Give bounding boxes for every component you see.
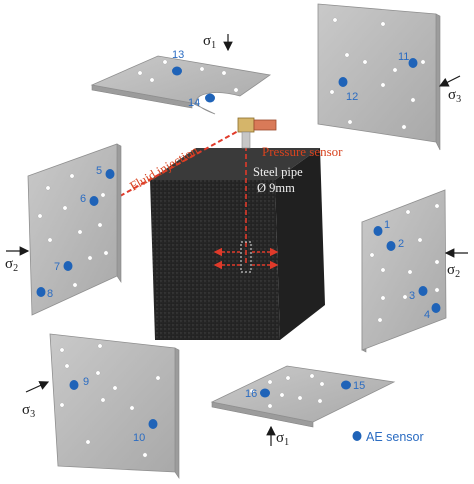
ae-sensor-2 — [386, 241, 396, 251]
ae-sensor-3 — [418, 286, 428, 296]
ae-sensor-15 — [341, 380, 351, 390]
sensor-label-14: 14 — [188, 97, 200, 109]
sensor-label-3: 3 — [409, 290, 415, 302]
right-loading-plate — [361, 189, 447, 353]
left-loading-plate — [27, 143, 122, 316]
ae-sensor-16 — [260, 388, 270, 398]
ae-sensor-1 — [373, 226, 383, 236]
steel-pipe-label: Steel pipe — [253, 165, 303, 179]
sensor-label-11: 11 — [398, 51, 409, 63]
legend: AE sensor — [352, 430, 424, 444]
pipe-diameter-label: Ø 9mm — [257, 181, 295, 195]
legend-sensor-marker — [352, 431, 362, 441]
stress-sigma2-left: σ2 — [5, 256, 18, 274]
ae-sensor-11 — [408, 58, 418, 68]
stress-sigma1-top: σ1 — [203, 33, 216, 51]
rock-specimen-block — [150, 148, 325, 340]
ae-sensor-5 — [105, 169, 115, 179]
lower-left-loading-plate — [49, 333, 180, 479]
sensor-label-9: 9 — [83, 376, 89, 388]
stress-sigma2-right: σ2 — [447, 262, 460, 280]
sensor-label-12: 12 — [346, 91, 358, 103]
top-loading-plate — [90, 55, 272, 115]
ae-sensor-8 — [36, 287, 46, 297]
stress-sigma3-right: σ3 — [448, 87, 461, 105]
arrow-sigma3-left — [25, 381, 50, 393]
ae-sensor-12 — [338, 77, 348, 87]
sensor-label-10: 10 — [133, 432, 145, 444]
sensor-label-7: 7 — [54, 261, 60, 273]
sensor-label-6: 6 — [80, 193, 86, 205]
ae-sensor-10 — [148, 419, 158, 429]
bottom-loading-plate — [210, 365, 396, 428]
pressure-sensor-label: Pressure sensor — [262, 144, 343, 159]
ae-sensor-9 — [69, 380, 79, 390]
ae-sensor-4 — [431, 303, 441, 313]
fluid-injection-line — [119, 117, 277, 197]
stress-sigma3-left: σ3 — [22, 402, 35, 420]
sensor-label-2: 2 — [398, 238, 404, 250]
sensor-label-16: 16 — [245, 388, 257, 400]
sensor-label-15: 15 — [353, 380, 365, 392]
sensor-label-1: 1 — [384, 219, 390, 231]
legend-label: AE sensor — [366, 430, 424, 444]
sensor-label-4: 4 — [424, 309, 430, 321]
ae-sensor-14 — [205, 93, 215, 103]
ae-sensor-13 — [172, 66, 182, 76]
arrow-sigma3-right — [438, 75, 461, 87]
stress-sigma1-bottom: σ1 — [276, 430, 289, 448]
ae-sensor-6 — [89, 196, 99, 206]
upper-right-loading-plate — [317, 3, 441, 151]
sensor-label-13: 13 — [172, 49, 184, 61]
sensor-label-5: 5 — [96, 165, 102, 177]
sensor-label-8: 8 — [47, 288, 53, 300]
steel-pipe-injection-line — [213, 130, 279, 273]
ae-sensor-7 — [63, 261, 73, 271]
